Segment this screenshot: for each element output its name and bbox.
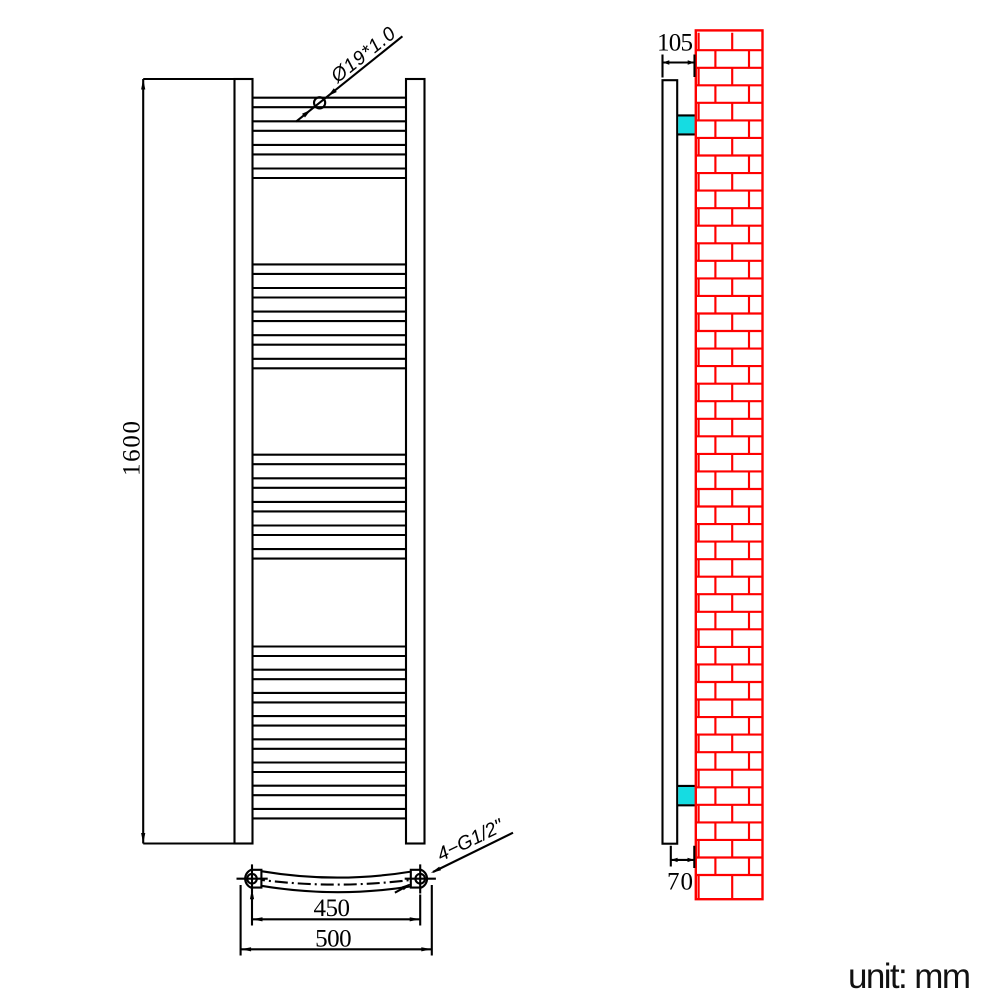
svg-text:unit: mm: unit: mm xyxy=(848,957,971,996)
svg-text:500: 500 xyxy=(315,926,352,953)
svg-text:70: 70 xyxy=(667,869,693,896)
svg-text:450: 450 xyxy=(314,895,351,922)
svg-text:1600: 1600 xyxy=(119,421,146,476)
svg-text:105: 105 xyxy=(657,30,693,57)
